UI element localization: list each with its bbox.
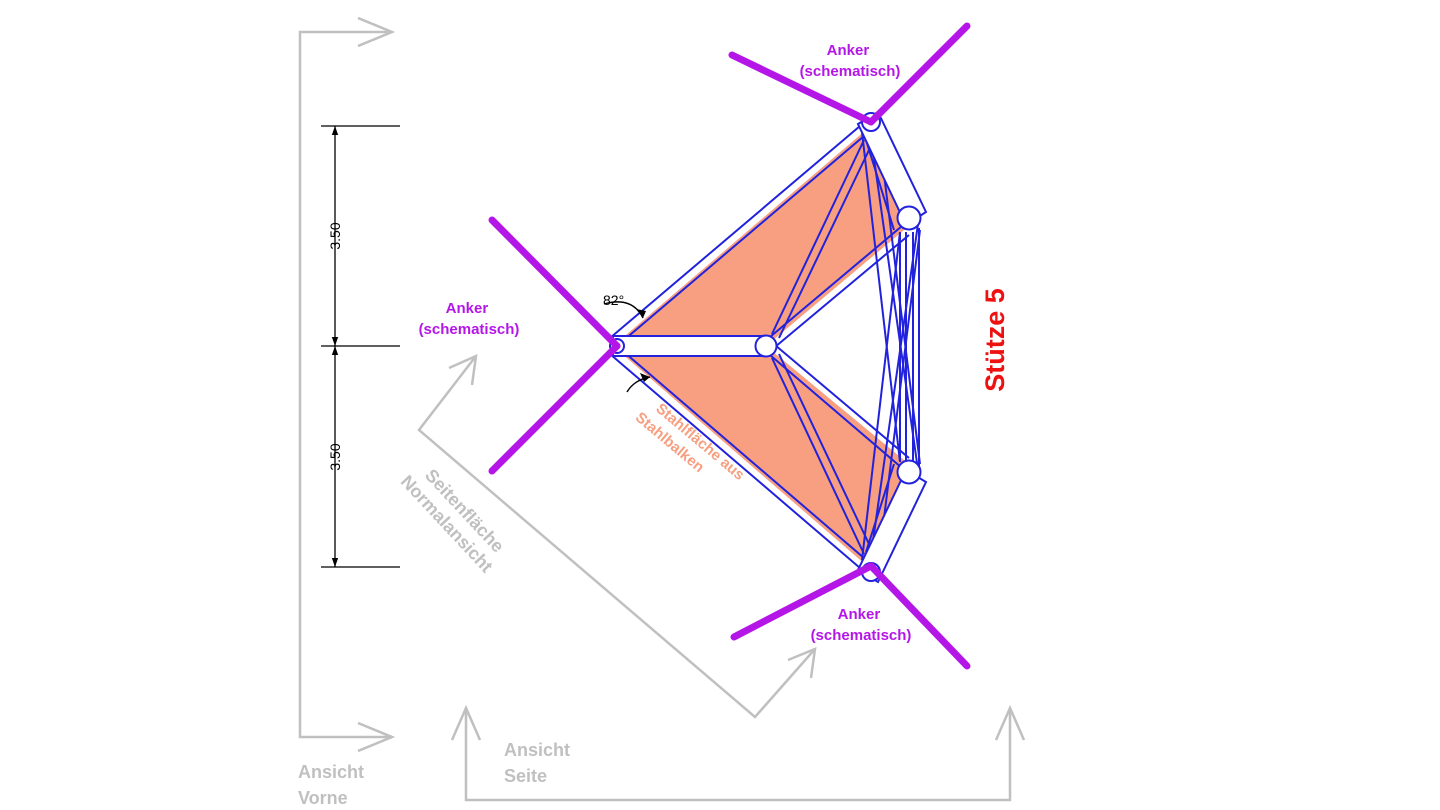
dimension-upper-label: 3.50 [327, 222, 343, 249]
anchor-lines [488, 22, 971, 670]
anchor-left-label-line2: (schematisch) [419, 321, 520, 338]
side-view-label: Ansicht Seite [504, 740, 575, 786]
anchor-bottom-label-line1: Anker [838, 606, 881, 623]
front-view-label-line2: Vorne [298, 788, 348, 808]
normal-view-label: Seitenfläche Normalansicht [397, 456, 513, 576]
horizontal-beam [612, 335, 767, 357]
anchor-left-label: Anker (schematisch) [419, 300, 520, 338]
side-view-arrow [450, 704, 1026, 802]
angle-label: 82° [603, 292, 624, 308]
anchor-top-label-line2: (schematisch) [800, 63, 901, 80]
steel-frame [609, 125, 921, 569]
front-view-arrow [298, 16, 396, 753]
steel-surface [613, 130, 916, 565]
support-title: Stütze 5 [980, 288, 1010, 392]
side-view-label-line1: Ansicht [504, 740, 570, 760]
side-view-label-line2: Seite [504, 766, 547, 786]
dimension-lower-label: 3.50 [327, 443, 343, 470]
anchor-bottom-label: Anker (schematisch) [811, 606, 912, 644]
anchor-left-label-line1: Anker [446, 300, 489, 317]
anchor-top-label-line1: Anker [827, 42, 870, 59]
front-view-label-line1: Ansicht [298, 762, 364, 782]
normal-view-arrow [417, 353, 817, 719]
anchor-bottom-label-line2: (schematisch) [811, 627, 912, 644]
front-view-label: Ansicht Vorne [298, 762, 369, 808]
angle-arrowheads [636, 309, 650, 382]
frame-nodes [609, 112, 922, 582]
anchor-top-label: Anker (schematisch) [800, 42, 901, 80]
dimension-lines [321, 125, 400, 568]
